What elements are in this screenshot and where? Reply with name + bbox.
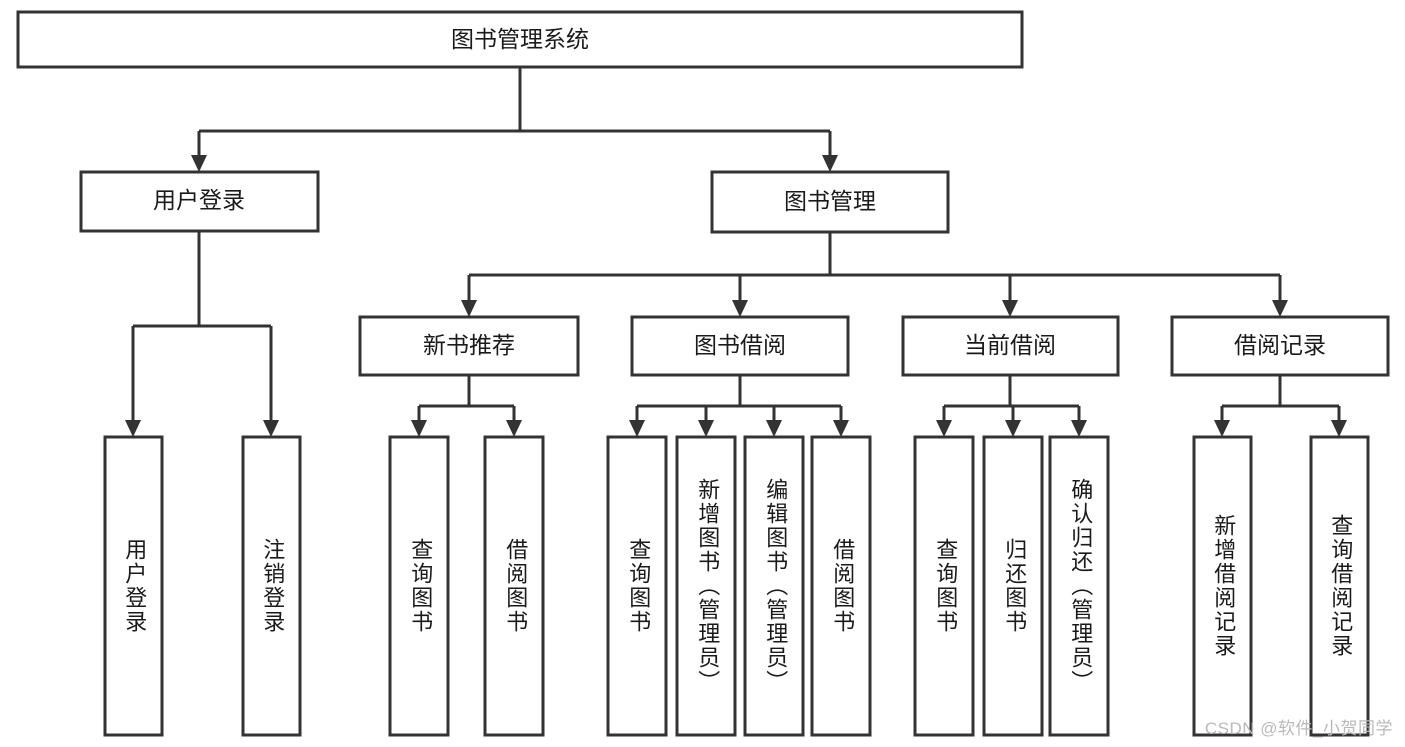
node-label-leaf-return-book: 归还图书 bbox=[1002, 538, 1027, 634]
arrow-head-icon bbox=[506, 420, 522, 437]
node-label-book-management: 图书管理 bbox=[784, 188, 876, 214]
node-box bbox=[710, 170, 950, 234]
arrow-head-icon bbox=[732, 300, 748, 317]
node-leaf-return-book[interactable]: 归还图书 bbox=[982, 435, 1044, 737]
node-box bbox=[103, 435, 164, 737]
node-box bbox=[743, 435, 805, 737]
node-box bbox=[675, 435, 737, 737]
node-label-user-login: 用户登录 bbox=[153, 187, 245, 213]
node-borrow-record[interactable]: 借阅记录 bbox=[1170, 315, 1390, 377]
arrow-head-icon bbox=[191, 155, 207, 172]
node-box bbox=[1048, 435, 1110, 737]
node-leaf-borrow-book-recommend[interactable]: 借阅图书 bbox=[483, 435, 545, 737]
arrow-head-icon bbox=[698, 420, 714, 437]
arrow-head-icon bbox=[461, 300, 477, 317]
node-label-leaf-query-borrow-record: 查询借阅记录 bbox=[1328, 514, 1353, 658]
arrow-head-icon bbox=[936, 420, 952, 437]
node-label-book-borrow: 图书借阅 bbox=[694, 332, 786, 358]
node-label-leaf-add-borrow-record: 新增借阅记录 bbox=[1211, 514, 1236, 658]
node-label-leaf-query-book-recommend: 查询图书 bbox=[408, 538, 433, 634]
node-user-login[interactable]: 用户登录 bbox=[79, 170, 320, 233]
node-label-leaf-borrow-book: 借阅图书 bbox=[830, 538, 855, 634]
node-box bbox=[388, 435, 450, 737]
arrow-head-icon bbox=[1331, 420, 1347, 437]
node-leaf-confirm-return-admin[interactable]: 确认归还（管理员） bbox=[1048, 435, 1110, 737]
node-label-borrow-record: 借阅记录 bbox=[1234, 332, 1326, 358]
node-box bbox=[79, 170, 320, 233]
node-box bbox=[1309, 435, 1370, 737]
node-box bbox=[630, 315, 850, 377]
arrow-head-icon bbox=[411, 420, 427, 437]
node-box bbox=[241, 435, 302, 737]
arrow-head-icon bbox=[629, 420, 645, 437]
node-label-leaf-user-login: 用户登录 bbox=[122, 538, 147, 634]
arrow-head-icon bbox=[125, 420, 141, 437]
node-label-leaf-confirm-return-admin: 确认归还（管理员） bbox=[1068, 478, 1093, 694]
node-label-current-borrow: 当前借阅 bbox=[964, 332, 1056, 358]
node-leaf-query-book-borrow[interactable]: 查询图书 bbox=[606, 435, 668, 737]
node-box bbox=[1170, 315, 1390, 377]
node-box bbox=[913, 435, 975, 737]
node-box bbox=[358, 315, 580, 377]
node-box bbox=[16, 10, 1024, 69]
node-label-new-book-recommend: 新书推荐 bbox=[423, 332, 515, 358]
node-leaf-logout[interactable]: 注销登录 bbox=[241, 435, 302, 737]
node-label-root: 图书管理系统 bbox=[451, 26, 589, 52]
node-box bbox=[810, 435, 872, 737]
node-box bbox=[1192, 435, 1253, 737]
node-label-leaf-edit-book-admin: 编辑图书（管理员） bbox=[763, 478, 788, 694]
node-leaf-edit-book-admin[interactable]: 编辑图书（管理员） bbox=[743, 435, 805, 737]
node-box bbox=[982, 435, 1044, 737]
node-box bbox=[901, 315, 1120, 377]
node-leaf-add-borrow-record[interactable]: 新增借阅记录 bbox=[1192, 435, 1253, 737]
node-box bbox=[483, 435, 545, 737]
arrow-head-icon bbox=[1005, 420, 1021, 437]
node-book-management[interactable]: 图书管理 bbox=[710, 170, 950, 234]
node-leaf-query-book-current[interactable]: 查询图书 bbox=[913, 435, 975, 737]
node-root-system[interactable]: 图书管理系统 bbox=[16, 10, 1024, 69]
arrow-head-icon bbox=[1002, 300, 1018, 317]
arrow-head-icon bbox=[833, 420, 849, 437]
node-book-borrow[interactable]: 图书借阅 bbox=[630, 315, 850, 377]
node-leaf-user-login[interactable]: 用户登录 bbox=[103, 435, 164, 737]
node-label-leaf-logout: 注销登录 bbox=[260, 538, 285, 634]
arrow-head-icon bbox=[1071, 420, 1087, 437]
node-current-borrow[interactable]: 当前借阅 bbox=[901, 315, 1120, 377]
node-box bbox=[606, 435, 668, 737]
node-leaf-borrow-book[interactable]: 借阅图书 bbox=[810, 435, 872, 737]
arrow-head-icon bbox=[822, 155, 838, 172]
node-label-leaf-add-book-admin: 新增图书（管理员） bbox=[695, 478, 720, 694]
arrow-head-icon bbox=[766, 420, 782, 437]
node-label-leaf-query-book-borrow: 查询图书 bbox=[626, 538, 651, 634]
node-leaf-query-book-recommend[interactable]: 查询图书 bbox=[388, 435, 450, 737]
node-leaf-add-book-admin[interactable]: 新增图书（管理员） bbox=[675, 435, 737, 737]
node-leaf-query-borrow-record[interactable]: 查询借阅记录 bbox=[1309, 435, 1370, 737]
node-label-leaf-query-book-current: 查询图书 bbox=[933, 538, 958, 634]
arrow-head-icon bbox=[263, 420, 279, 437]
arrow-head-icon bbox=[1272, 300, 1288, 317]
node-new-book-recommend[interactable]: 新书推荐 bbox=[358, 315, 580, 377]
connector-layer bbox=[125, 67, 1347, 437]
arrow-head-icon bbox=[1214, 420, 1230, 437]
node-label-leaf-borrow-book-recommend: 借阅图书 bbox=[503, 538, 528, 634]
